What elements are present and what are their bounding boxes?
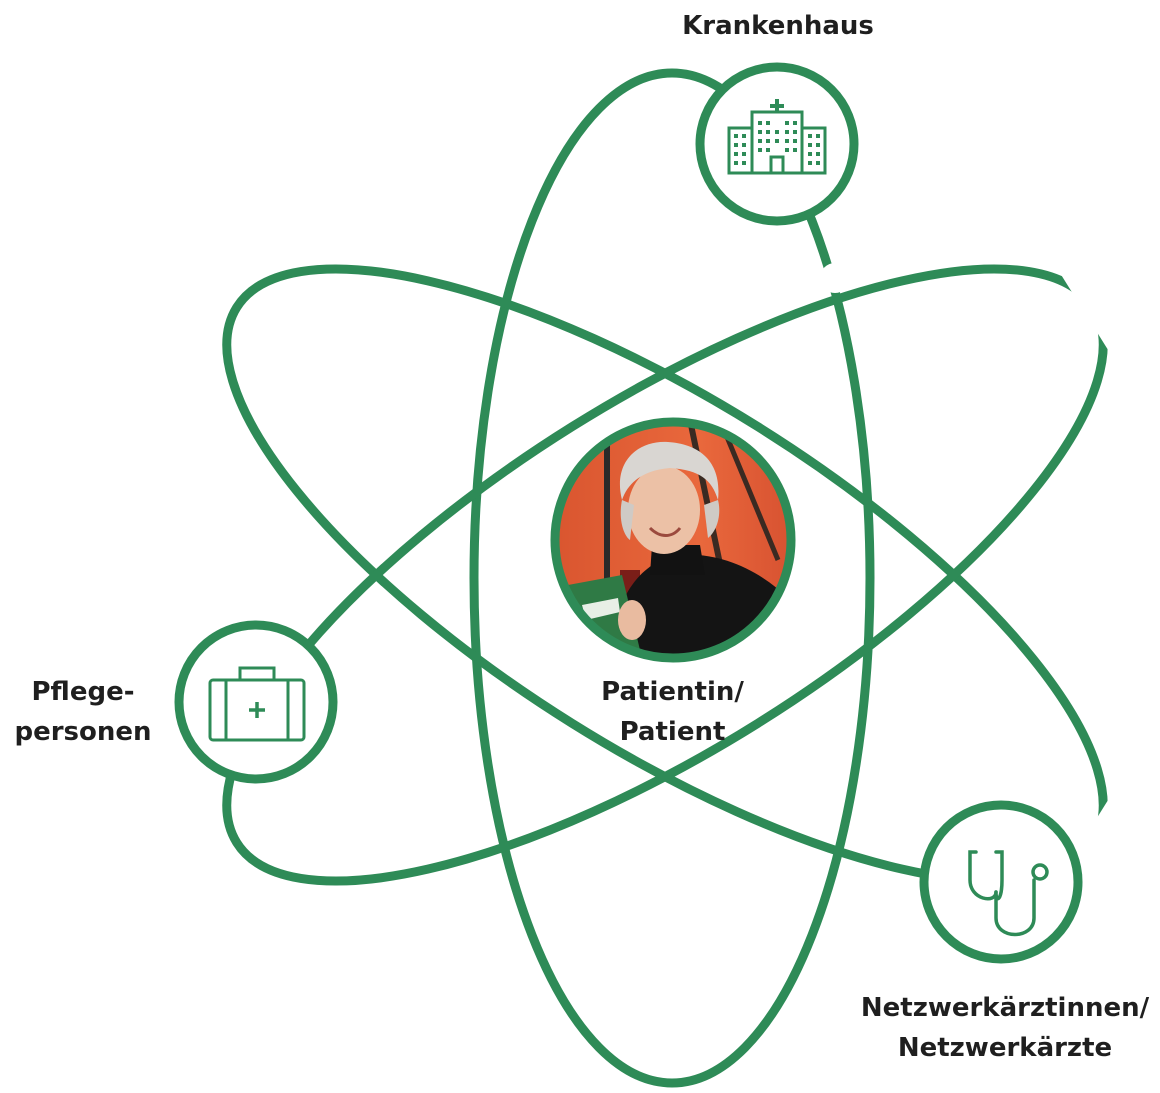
hospital-icon — [727, 99, 827, 175]
orbit-diagonal-a — [222, 264, 1108, 886]
medical-case-icon — [208, 666, 306, 742]
pflegepersonen-node — [174, 620, 338, 784]
orbit-vertical — [469, 68, 875, 1088]
krankenhaus-label: Krankenhaus — [682, 11, 874, 41]
orbit-diagonal-b — [222, 264, 1108, 886]
stethoscope-icon — [968, 850, 1049, 937]
patient-photo — [550, 417, 796, 663]
krankenhaus-node — [695, 62, 859, 226]
pflegepersonen-label: Pflege- personen — [14, 677, 152, 747]
patient-label: Patientin/ Patient — [601, 677, 744, 747]
netzwerk-node — [919, 800, 1083, 964]
netzwerk-label: Netzwerkärztinnen/ Netzwerkärzte — [860, 993, 1150, 1063]
